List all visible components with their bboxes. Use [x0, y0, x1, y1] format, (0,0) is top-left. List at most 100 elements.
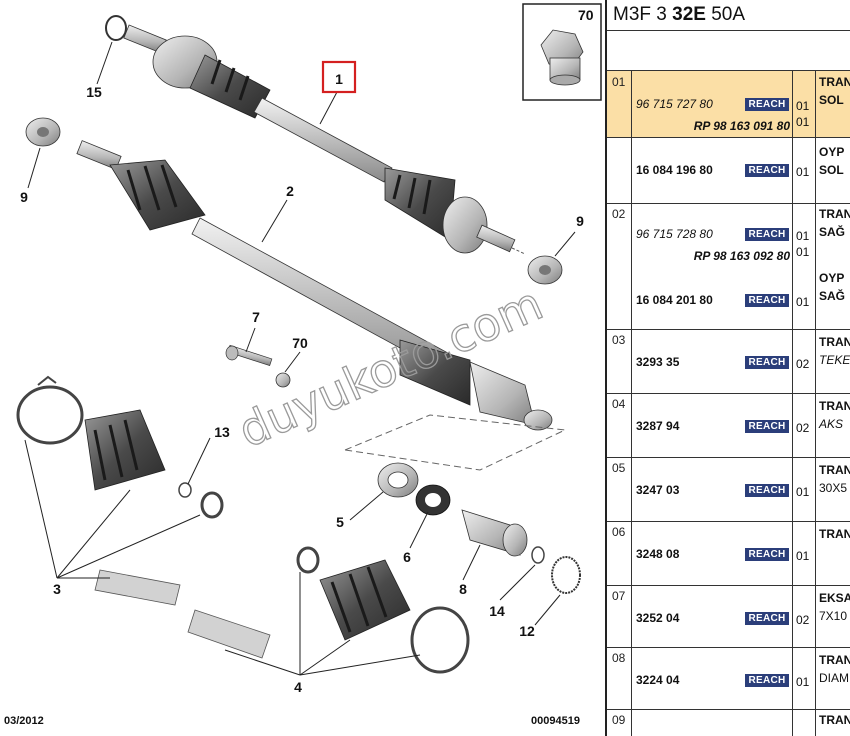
part-number[interactable]: 16 084 196 80 [636, 163, 713, 177]
part-row[interactable]: 09 TRAN [607, 709, 850, 736]
quantity: 01 [796, 99, 810, 113]
part-number[interactable]: 3287 94 [636, 419, 680, 433]
part-description: TRAN [819, 75, 850, 89]
quantity: 01 [796, 485, 810, 499]
callout-3[interactable]: 3 [53, 581, 61, 597]
reach-badge: REACH [745, 548, 789, 561]
part-description: 30X5 [819, 481, 848, 495]
callout-9-left[interactable]: 9 [20, 189, 28, 205]
reach-badge: REACH [745, 98, 789, 111]
part-description: 7X10 [819, 609, 848, 623]
row-index: 04 [612, 397, 626, 411]
footer-ref: 00094519 [531, 715, 580, 727]
quantity: 02 [796, 357, 810, 371]
callout-9-right[interactable]: 9 [576, 213, 584, 229]
small-clamp-left [200, 491, 224, 519]
part-description: SOL [819, 93, 844, 107]
small-clamp-right [296, 546, 320, 574]
boot-4 [319, 559, 411, 641]
lock-ring-12 [551, 556, 581, 594]
drive-shaft-2 [76, 140, 553, 431]
part-description: AKS [819, 417, 844, 431]
part-description: DIAM [819, 671, 849, 685]
part-description: TRAN [819, 653, 850, 667]
reach-badge: REACH [745, 356, 789, 369]
part-description: TRAN [819, 207, 850, 221]
callout-1[interactable]: 1 [335, 71, 343, 87]
part-description: TRAN [819, 713, 850, 727]
quantity: 01 [796, 165, 810, 179]
hub-nut-left [25, 117, 61, 147]
callout-4[interactable]: 4 [294, 679, 302, 695]
row-index: 02 [612, 207, 626, 221]
reach-badge: REACH [745, 164, 789, 177]
part-description: TRAN [819, 399, 850, 413]
part-number[interactable]: 3293 35 [636, 355, 680, 369]
reach-badge: REACH [745, 674, 789, 687]
boot-clamp-right [410, 606, 470, 674]
row-index: 07 [612, 589, 626, 603]
parts-diagram: 1 2 3 4 5 6 7 8 9 9 12 13 14 15 70 70 du… [4, 3, 602, 727]
reach-badge: REACH [745, 294, 789, 307]
part-number[interactable]: 3248 08 [636, 547, 680, 561]
quantity: 01 [796, 245, 810, 259]
quantity: 01 [796, 295, 810, 309]
part-description: SOL [819, 163, 844, 177]
exploded-view: 1 2 3 4 5 6 7 8 9 9 12 13 14 15 70 70 du… [4, 3, 602, 727]
quantity: 01 [796, 549, 810, 563]
nut-70 [275, 372, 291, 388]
part-row[interactable]: 16 084 196 80 REACH 01 OYP SOL [607, 137, 850, 204]
grease-pack-1 [94, 569, 181, 606]
callout-2[interactable]: 2 [286, 183, 294, 199]
callout-13[interactable]: 13 [214, 424, 230, 440]
part-number[interactable]: 3247 03 [636, 483, 680, 497]
part-description: OYP [819, 145, 845, 159]
inset-label: 70 [578, 7, 594, 23]
grease-pack-2 [187, 609, 271, 659]
callout-6[interactable]: 6 [403, 549, 411, 565]
circlip-14 [531, 546, 545, 564]
row-index: 06 [612, 525, 626, 539]
callout-5[interactable]: 5 [336, 514, 344, 530]
part-number[interactable]: 96 715 728 80 [636, 227, 713, 241]
row-index: 01 [612, 75, 626, 89]
reach-badge: REACH [745, 612, 789, 625]
part-description: TEKE [819, 353, 850, 367]
part-number[interactable]: 3252 04 [636, 611, 680, 625]
callout-8[interactable]: 8 [459, 581, 467, 597]
part-description: EKSA [819, 591, 850, 605]
quantity: 02 [796, 421, 810, 435]
row-index: 09 [612, 713, 626, 727]
circlip-13 [178, 482, 192, 498]
callout-highlight-box [321, 60, 357, 94]
boot-clamp-large [16, 385, 84, 445]
part-description: SAĞ [819, 225, 846, 239]
callout-7[interactable]: 7 [252, 309, 260, 325]
part-number[interactable]: RP 98 163 092 80 [693, 249, 790, 263]
part-description: OYP [819, 271, 845, 285]
part-row[interactable]: 02 96 715 728 80 REACH 01 RP 98 163 092 80 01… [607, 203, 850, 330]
quantity: 01 [796, 229, 810, 243]
callout-12[interactable]: 12 [519, 623, 535, 639]
row-index: 03 [612, 333, 626, 347]
quantity: 01 [796, 675, 810, 689]
row-index: 05 [612, 461, 626, 475]
callout-70[interactable]: 70 [292, 335, 308, 351]
callout-14[interactable]: 14 [489, 603, 505, 619]
part-description: TRAN [819, 463, 850, 477]
part-number[interactable]: 16 084 201 80 [636, 293, 713, 307]
part-number[interactable]: RP 98 163 091 80 [693, 119, 790, 133]
callout-15[interactable]: 15 [86, 84, 102, 100]
bolt-7 [225, 344, 273, 367]
snap-ring-15 [105, 15, 127, 41]
part-number[interactable]: 3224 04 [636, 673, 680, 687]
part-number[interactable]: 96 715 727 80 [636, 97, 713, 111]
